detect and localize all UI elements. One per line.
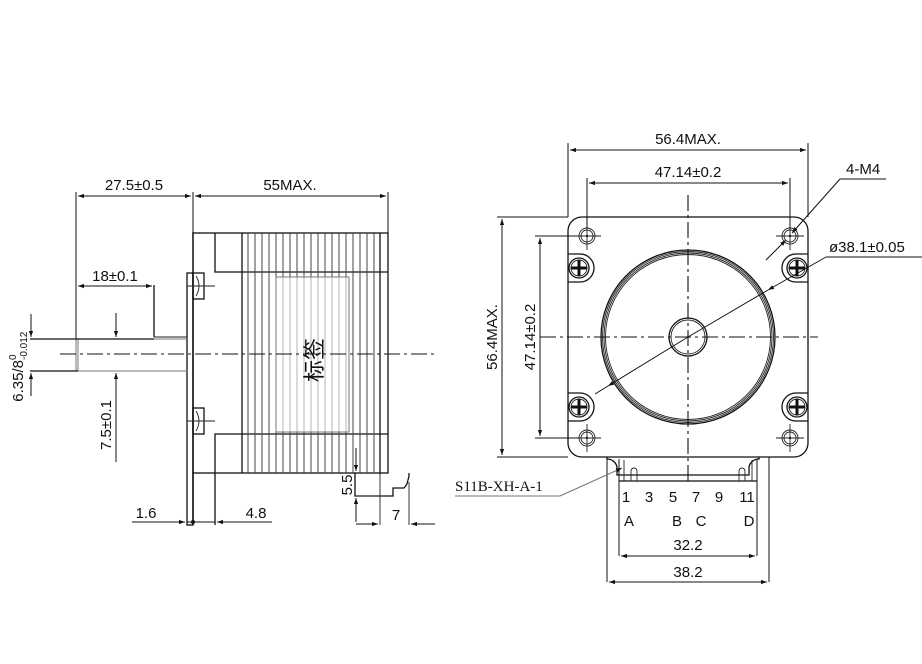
cross-screw-icon [568,253,595,283]
dim-pin-span: 32.2 [673,537,702,554]
dim-pilot-diameter: ø38.1±0.05 [829,239,905,256]
svg-text:5: 5 [669,489,677,506]
dim-front-step: 4.8 [246,505,267,522]
connector [606,457,770,582]
svg-text:D: D [744,513,755,530]
screw-bottom [187,407,215,435]
cross-screw-icon [781,253,808,283]
dim-overall-width: 56.4MAX. [655,131,721,148]
mount-hole-br [776,424,804,452]
svg-text:C: C [696,513,707,530]
dim-hole-spacing-v: 47.14±0.2 [522,304,539,371]
connector-part-number: S11B-XH-A-1 [455,479,543,495]
mount-hole-bl [573,424,601,452]
svg-text:1: 1 [622,489,630,506]
dim-flange-thickness: 1.6 [136,505,157,522]
dim-connector-width: 7 [392,507,400,524]
svg-text:7: 7 [692,489,700,506]
svg-text:6.35/8: 6.35/8 [10,360,27,402]
dim-shaft-diameter: 6.35/8 0 -0.012 [8,331,30,402]
dim-shaft-extension: 27.5±0.5 [105,177,163,194]
dim-flat-depth: 7.5±0.1 [98,400,115,450]
shaft [30,285,187,372]
svg-text:11: 11 [739,489,755,506]
screw-top [187,272,215,300]
pin-numbers: 1 3 5 7 9 11 [622,489,755,506]
front-view: 1 3 5 7 9 11 A B C D S11B-XH-A-1 56.4MAX… [455,131,922,585]
flange-plate [186,272,194,526]
dim-hole-spacing-h: 47.14±0.2 [655,164,722,181]
cross-screw-icon [781,392,808,422]
tol-upper: 0 [8,354,19,360]
svg-text:B: B [672,513,682,530]
svg-text:A: A [624,513,634,530]
dim-flat-length: 18±0.1 [92,268,138,285]
dim-connector-total: 38.2 [673,564,702,581]
dim-connector-height: 5.5 [339,475,356,496]
connector-housing [354,473,410,497]
svg-text:3: 3 [645,489,653,506]
cross-screw-icon [568,392,595,422]
dim-body-length: 55MAX. [263,177,316,194]
label-text: 标签 [303,338,328,382]
tol-lower: -0.012 [19,331,30,360]
side-view: 标签 [8,177,435,527]
svg-text:9: 9 [715,489,723,506]
dim-mount-holes: 4-M4 [846,161,880,178]
dim-overall-height: 56.4MAX. [484,304,501,370]
pin-letters: A B C D [624,513,755,530]
